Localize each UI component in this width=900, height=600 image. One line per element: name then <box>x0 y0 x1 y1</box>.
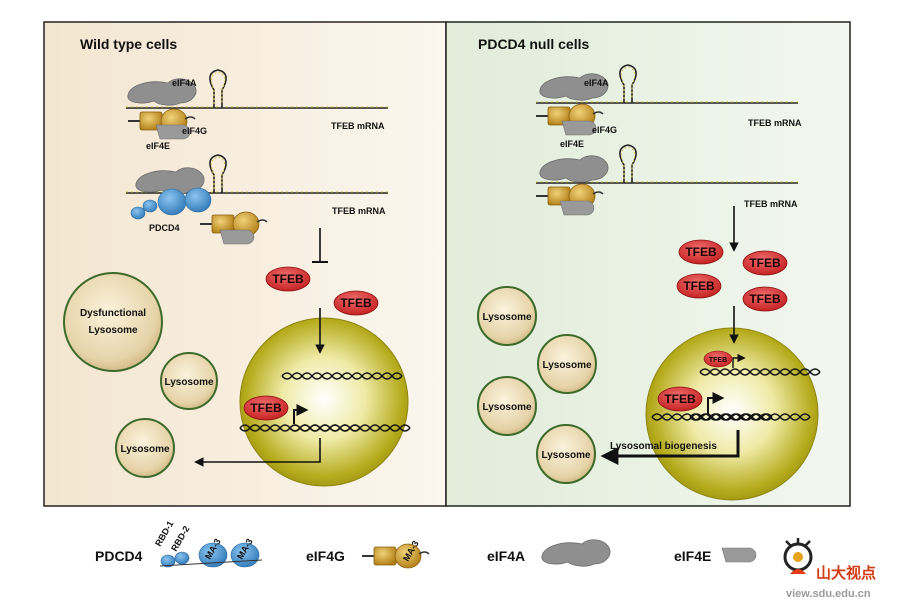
svg-text:TFEB: TFEB <box>272 272 304 286</box>
legend-eif4g-shape: MA-3 <box>361 539 430 569</box>
watermark-url: view.sdu.edu.cn <box>786 588 871 600</box>
right-complex-top: eIF4A eIF4G eIF4E <box>535 73 617 149</box>
biogenesis-label: Lysosomal biogenesis <box>610 441 717 452</box>
svg-text:Lysosome: Lysosome <box>120 444 170 455</box>
eif4a-label: eIF4A <box>172 78 197 88</box>
inhibition-symbol <box>312 228 328 263</box>
legend-pdcd4-label: PDCD4 <box>95 548 143 564</box>
lysosome: Lysosome <box>477 286 537 346</box>
svg-text:Lysosome: Lysosome <box>88 325 138 336</box>
pdcd4-label: PDCD4 <box>149 223 180 233</box>
lysosome: Lysosome <box>477 376 537 436</box>
svg-text:Lysosome: Lysosome <box>542 360 592 371</box>
legend-eif4e-shape <box>721 547 757 563</box>
svg-text:TFEB: TFEB <box>664 392 696 406</box>
lysosome: Lysosome <box>160 352 218 410</box>
svg-text:Lysosome: Lysosome <box>541 450 591 461</box>
svg-text:TFEB: TFEB <box>340 296 372 310</box>
legend-eif4a-shape <box>541 539 611 567</box>
legend-eif4a-label: eIF4A <box>487 548 525 564</box>
left-mrna-pdcd4: TFEB mRNA <box>125 154 389 216</box>
tfeb-bound-small: TFEB <box>703 350 733 368</box>
legend-eif4g-label: eIF4G <box>306 548 345 564</box>
right-panel-title: PDCD4 null cells <box>478 36 589 52</box>
eif4e-shape <box>559 200 595 216</box>
tfeb-protein: TFEB <box>678 239 724 265</box>
tfeb-bound: TFEB <box>243 395 289 421</box>
lysosome-dysfunctional: Dysfunctional Lysosome <box>63 272 163 372</box>
output-arrow <box>194 438 321 467</box>
left-complex-pdcd4: PDCD4 <box>130 167 268 245</box>
svg-text:Lysosome: Lysosome <box>482 402 532 413</box>
eif4g-label: eIF4G <box>592 125 617 135</box>
svg-text:Lysosome: Lysosome <box>482 312 532 323</box>
transcription-arrow <box>293 404 309 424</box>
svg-text:TFEB: TFEB <box>709 357 727 364</box>
eif4e-label: eIF4E <box>146 141 170 151</box>
right-mrna-second: TFEB mRNA <box>535 144 799 209</box>
svg-text:Dysfunctional: Dysfunctional <box>80 308 146 319</box>
watermark-logo <box>783 538 813 574</box>
tfeb-protein: TFEB <box>333 290 379 316</box>
tfeb-protein: TFEB <box>265 266 311 292</box>
svg-text:TFEB: TFEB <box>685 245 717 259</box>
mrna-label: TFEB mRNA <box>331 121 385 131</box>
transcription-arrow <box>732 353 746 368</box>
nucleus <box>239 317 409 487</box>
lysosome: Lysosome <box>537 334 597 394</box>
legend: PDCD4 RBD-1 RBD-2 MA-3 MA-3 eIF4G MA-3 e… <box>95 519 757 569</box>
svg-text:TFEB: TFEB <box>749 256 781 270</box>
eif4e-shape <box>561 120 597 136</box>
left-mrna-top: TFEB mRNA <box>125 69 389 131</box>
lysosome: Lysosome <box>536 424 596 484</box>
eif4g-label: eIF4G <box>182 126 207 136</box>
tfeb-protein: TFEB <box>742 250 788 276</box>
mrna-label: TFEB mRNA <box>744 199 798 209</box>
svg-text:TFEB: TFEB <box>250 401 282 415</box>
left-panel-title: Wild type cells <box>80 36 177 52</box>
svg-text:Lysosome: Lysosome <box>164 377 214 388</box>
legend-pdcd4-shape: RBD-1 RBD-2 MA-3 MA-3 <box>153 519 263 568</box>
watermark-text: 山大视点 <box>816 564 876 582</box>
legend-eif4e-label: eIF4E <box>674 548 711 564</box>
svg-text:TFEB: TFEB <box>749 292 781 306</box>
tfeb-bound: TFEB <box>657 386 703 412</box>
left-complex-top: eIF4A eIF4G eIF4E <box>127 78 207 151</box>
eif4a-label: eIF4A <box>584 78 609 88</box>
tfeb-protein: TFEB <box>676 273 722 299</box>
eif4e-free-shape <box>219 229 255 245</box>
eif4e-label: eIF4E <box>560 139 584 149</box>
nucleus <box>645 327 819 501</box>
svg-text:TFEB: TFEB <box>683 279 715 293</box>
lysosome: Lysosome <box>115 418 175 478</box>
biogenesis-arrow <box>600 430 740 465</box>
mrna-label: TFEB mRNA <box>748 118 802 128</box>
tfeb-protein: TFEB <box>742 286 788 312</box>
mrna-label: TFEB mRNA <box>332 206 386 216</box>
right-mrna-top: TFEB mRNA <box>535 64 802 128</box>
pdcd4-shape <box>130 187 212 220</box>
transcription-arrow <box>707 392 725 414</box>
